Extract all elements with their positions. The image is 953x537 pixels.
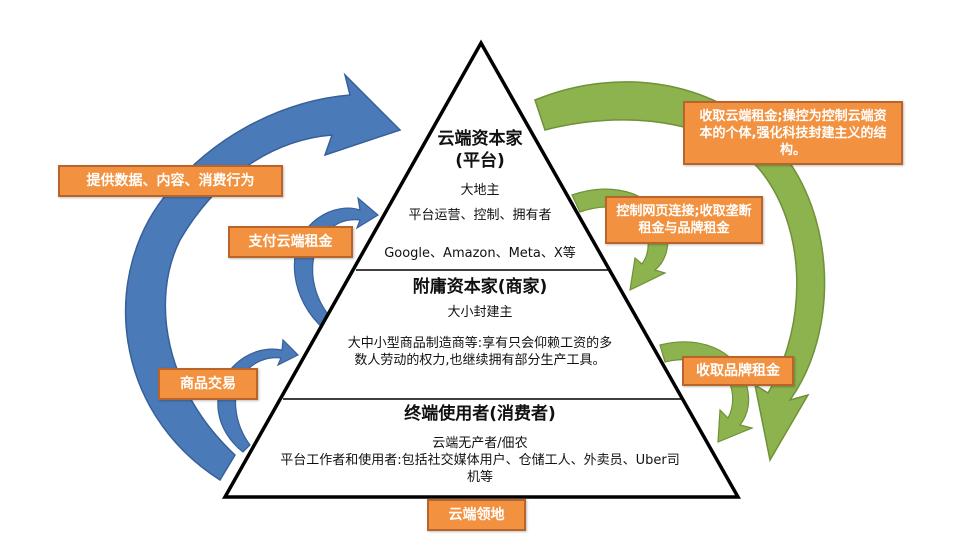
tier-bottom-subtitle: 云端无产者/佃农 (432, 436, 528, 451)
tier-top-desc: 平台运营、控制、拥有者 (408, 208, 552, 223)
tier-middle: 附庸资本家(商家) 大小封建主 大中小型商品制造商等:享有只会仰赖工资的多数人劳… (340, 276, 620, 369)
label-provide-data: 提供数据、内容、消费行为 (58, 165, 283, 197)
tier-middle-subtitle: 大小封建主 (447, 305, 513, 320)
label-collect-cloud-rent: 收取云端租金;操控为控制云端资本的个体,强化科技封建主义的结构。 (683, 101, 903, 165)
label-control-links: 控制网页连接;收取垄断租金与品牌租金 (605, 196, 763, 244)
tier-bottom-title: 终端使用者(消费者) (404, 404, 556, 424)
tier-top-examples: Google、Amazon、Meta、X等 (384, 246, 576, 261)
tier-top-title-line1: 云端资本家 (437, 129, 523, 149)
label-collect-brand-rent: 收取品牌租金 (682, 356, 794, 386)
tier-top-title-line2: (平台) (455, 151, 505, 171)
tier-middle-title: 附庸资本家(商家) (412, 277, 548, 297)
label-cloud-territory: 云端领地 (427, 499, 526, 531)
tier-middle-desc: 大中小型商品制造商等:享有只会仰赖工资的多数人劳动的权力,也继续拥有部分生产工具… (347, 336, 613, 368)
tier-top-subtitle: 大地主 (460, 183, 500, 198)
tier-bottom: 终端使用者(消费者) 云端无产者/佃农 平台工作者和使用者:包括社交媒体用户、仓… (270, 403, 690, 486)
label-pay-cloud-rent: 支付云端租金 (228, 226, 353, 258)
label-commodity-trade: 商品交易 (158, 368, 258, 400)
tier-top: 云端资本家 (平台) 大地主 平台运营、控制、拥有者 (380, 128, 580, 224)
tier-bottom-desc: 平台工作者和使用者:包括社交媒体用户、仓储工人、外卖员、Uber司机等 (280, 453, 680, 485)
